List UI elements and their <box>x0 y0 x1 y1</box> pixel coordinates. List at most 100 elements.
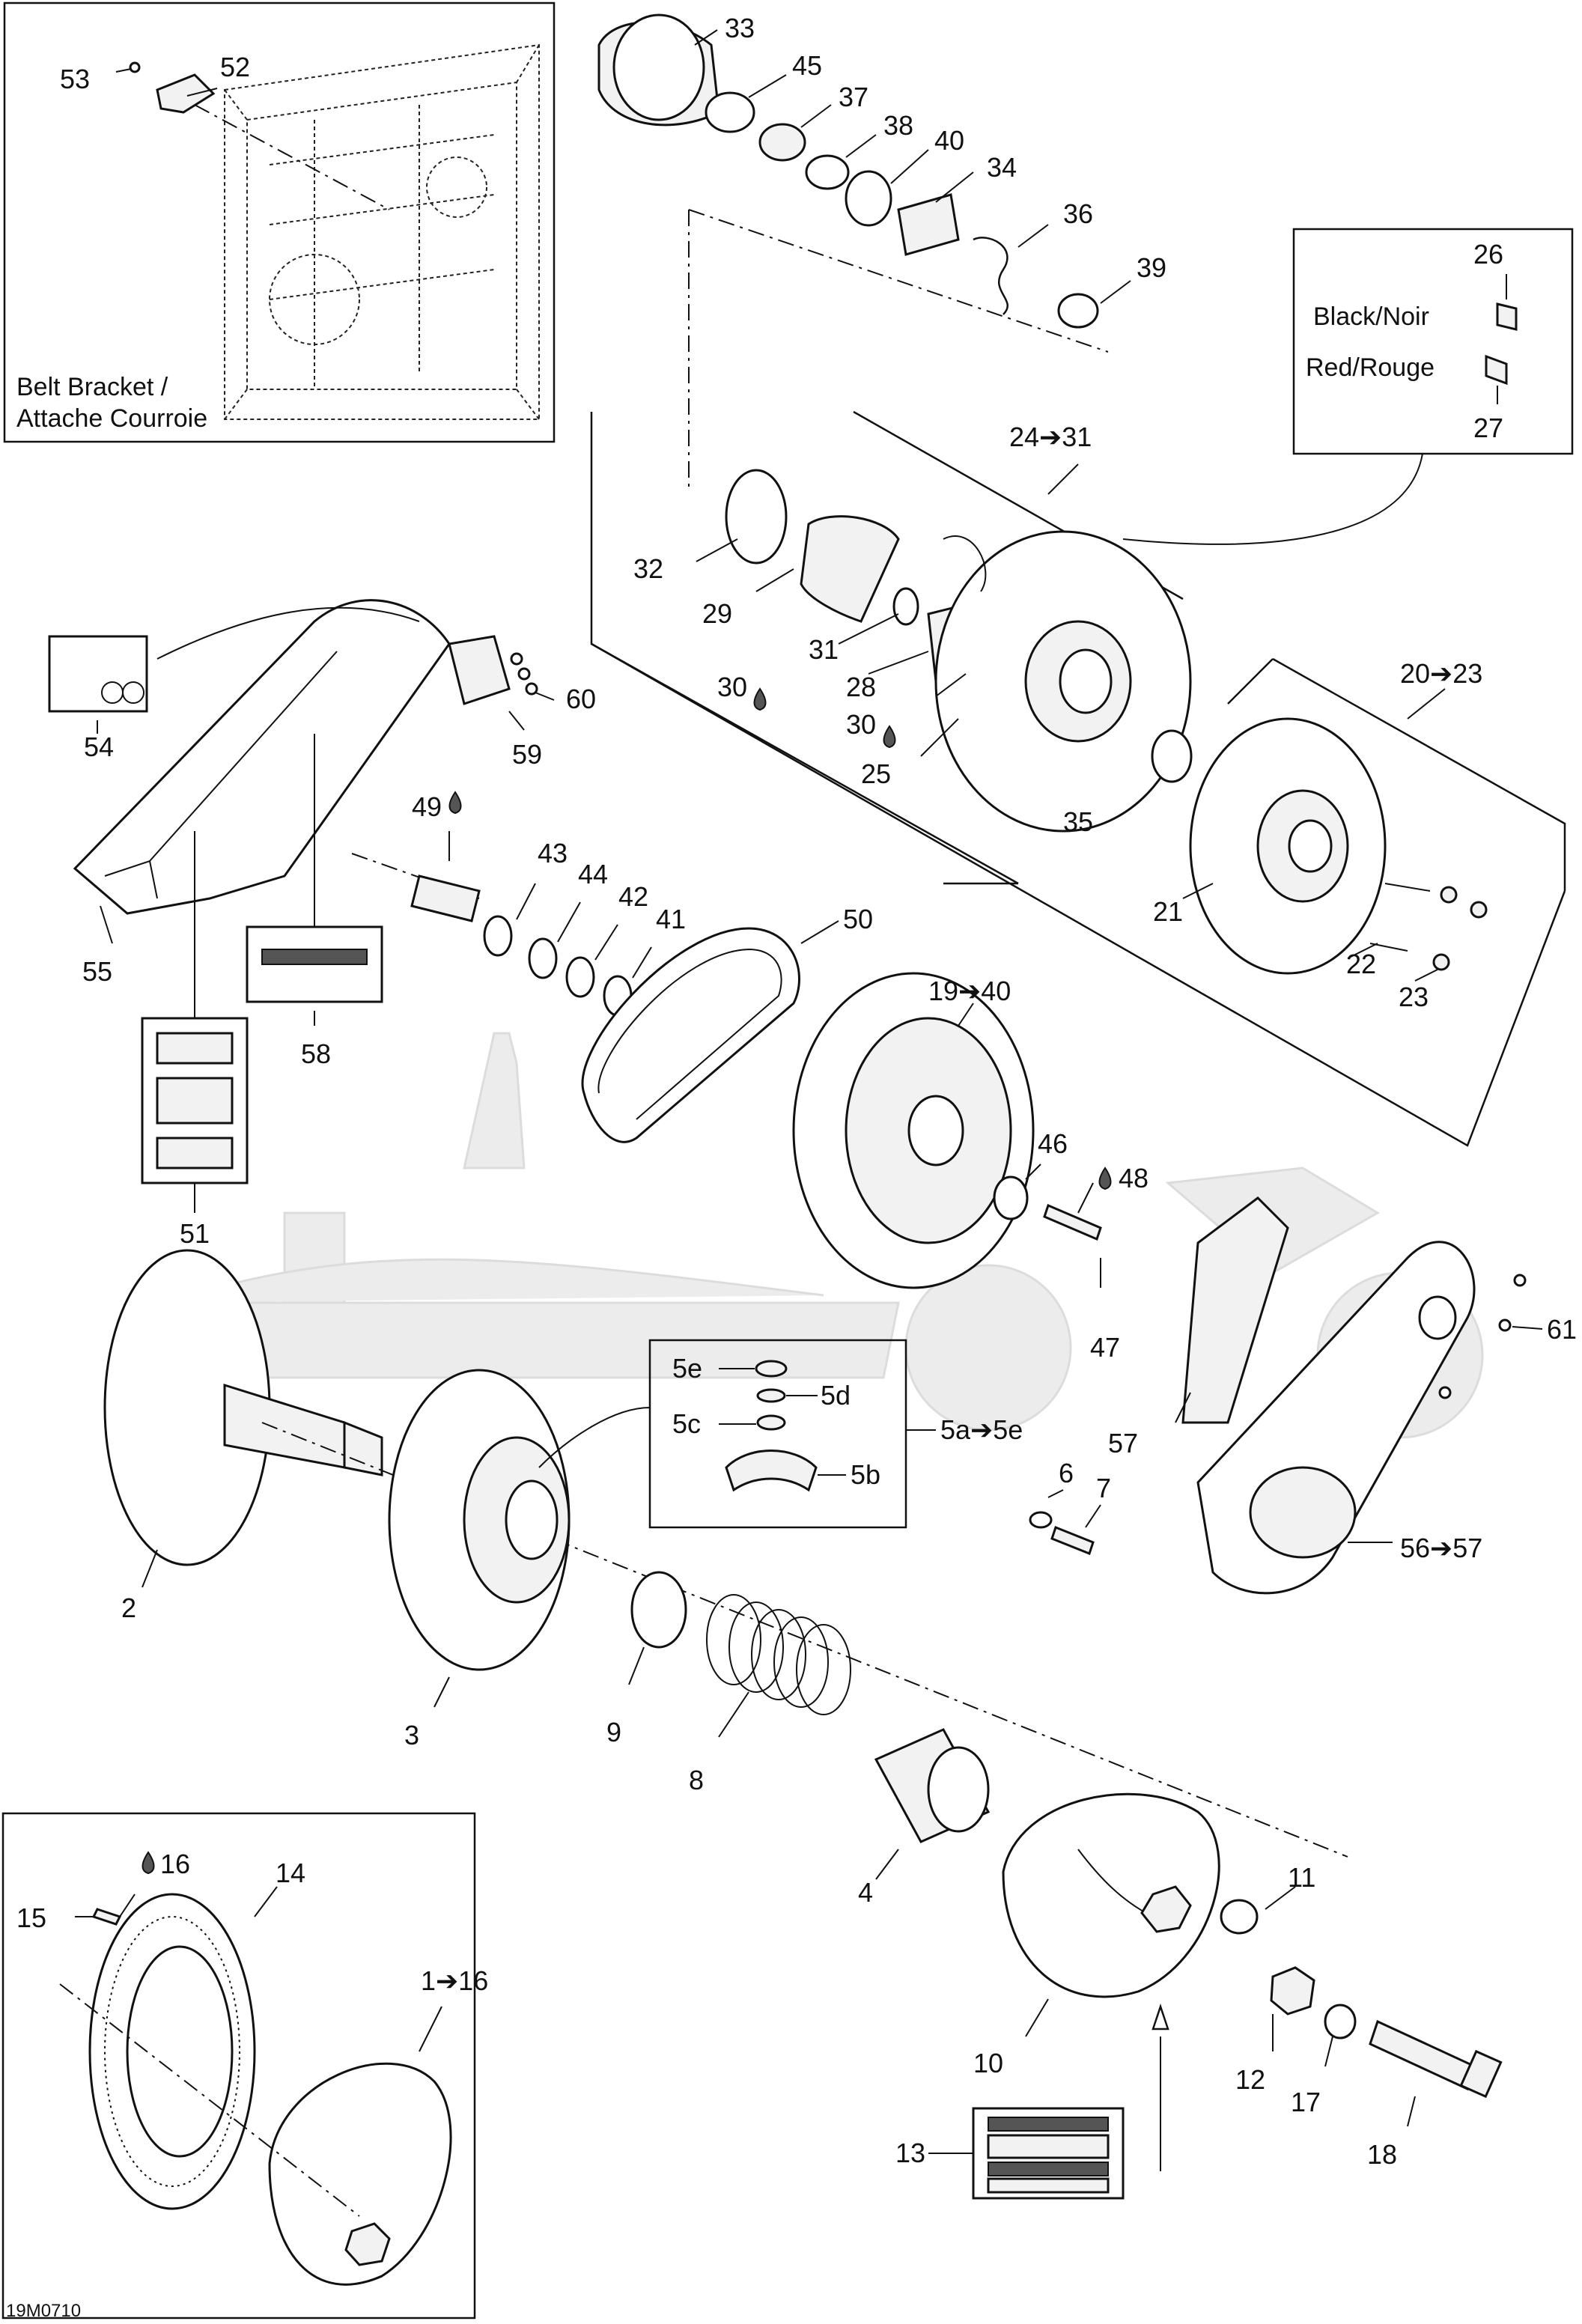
bushing-34 <box>897 193 960 256</box>
callout-57: 57 <box>1108 1428 1138 1458</box>
callout-4: 4 <box>858 1877 873 1908</box>
diagram-code: 19M0710 <box>6 2301 81 2321</box>
callout-41: 41 <box>656 904 686 934</box>
label-54 <box>48 635 148 713</box>
washer-35 <box>1151 729 1193 783</box>
callout-12: 12 <box>1235 2064 1265 2095</box>
callout-48: 48 <box>1119 1163 1149 1193</box>
callout-24-31: 24➔31 <box>1009 422 1092 452</box>
callout-5a-5e: 5a➔5e <box>940 1414 1023 1445</box>
callout-27: 27 <box>1473 413 1503 443</box>
oil-drop-icon <box>142 1851 155 1875</box>
callout-29: 29 <box>702 598 732 629</box>
callout-7: 7 <box>1096 1473 1111 1503</box>
callout-38: 38 <box>883 110 913 141</box>
sleeve-29 <box>800 515 900 623</box>
screw-61 <box>1498 1318 1512 1332</box>
callout-39: 39 <box>1137 252 1166 283</box>
callout-18: 18 <box>1367 2139 1397 2170</box>
callout-11: 11 <box>1288 1862 1315 1893</box>
callout-55: 55 <box>82 956 112 987</box>
callout-47: 47 <box>1090 1332 1120 1363</box>
inset-title-line2: Attache Courroie <box>16 404 207 433</box>
washer-42 <box>565 956 595 998</box>
callout-17: 17 <box>1291 2087 1321 2117</box>
part-5b <box>725 1450 818 1492</box>
callout-54: 54 <box>84 731 114 762</box>
belt-and-driven-pulley: 50 19➔40 46 48 47 <box>581 904 1149 1363</box>
inset-5a-5e: 5e 5d 5c 5b 5a➔5e <box>538 1339 1023 1529</box>
bolt-47 <box>1043 1203 1102 1241</box>
vehicle-frame-illustration <box>224 43 540 420</box>
washer-46 <box>993 1175 1029 1220</box>
callout-31: 31 <box>809 634 839 665</box>
washer-6 <box>1029 1511 1053 1529</box>
callout-46: 46 <box>1038 1128 1068 1159</box>
ring-38 <box>805 154 850 190</box>
callout-44: 44 <box>578 859 608 889</box>
inset-drive-pulley-complete: 15 16 14 1➔16 <box>1 1812 488 2320</box>
callout-35: 35 <box>1063 806 1093 837</box>
callout-32: 32 <box>633 553 663 584</box>
callout-20-23: 20➔23 <box>1400 658 1482 689</box>
bolt-18 <box>1369 2019 1476 2091</box>
black-clip-part <box>1496 302 1518 331</box>
callout-53: 53 <box>60 64 90 94</box>
screw-60 <box>525 682 538 696</box>
oil-drop-icon <box>883 725 896 749</box>
callout-5b: 5b <box>851 1459 880 1490</box>
callout-30a: 30 <box>717 672 747 702</box>
belt-bracket-part <box>156 73 390 210</box>
ring-40 <box>845 170 892 227</box>
callout-6: 6 <box>1059 1458 1074 1488</box>
callout-49: 49 <box>412 791 442 822</box>
drive-pulley-1-16 <box>268 2062 452 2286</box>
screw-53 <box>129 61 141 73</box>
drive-belt-50 <box>581 927 800 1143</box>
outer-cover-group: 61 57 56➔57 <box>1108 1196 1577 1595</box>
spring-8 <box>706 1594 851 1715</box>
callout-5d: 5d <box>821 1380 851 1411</box>
oil-drop-icon <box>448 791 462 815</box>
washer-44 <box>528 937 558 979</box>
callout-13: 13 <box>895 2138 925 2168</box>
callout-37: 37 <box>839 82 868 112</box>
nut-23b <box>1432 953 1450 971</box>
callout-36: 36 <box>1063 198 1093 229</box>
callout-30b: 30 <box>846 709 876 740</box>
driven-pulley-cam-stack: 33 45 37 38 40 34 36 39 <box>597 13 1166 487</box>
callout-28: 28 <box>846 672 876 702</box>
label-black-noir: Black/Noir <box>1313 302 1429 331</box>
washer-43 <box>483 915 513 957</box>
callout-60: 60 <box>566 684 596 714</box>
callout-34: 34 <box>987 152 1017 183</box>
nut-23a <box>1440 886 1458 904</box>
callout-25: 25 <box>861 758 891 789</box>
color-variant-inset: 26 Black/Noir Red/Rouge 27 <box>1122 228 1574 545</box>
bracket-59 <box>448 635 511 705</box>
part-5e <box>755 1360 788 1378</box>
callout-1-16: 1➔16 <box>421 1965 488 1996</box>
callout-16: 16 <box>160 1849 190 1879</box>
callout-56-57: 56➔57 <box>1400 1533 1482 1563</box>
ring-37 <box>758 123 806 162</box>
callout-21: 21 <box>1153 896 1183 927</box>
callout-26: 26 <box>1473 239 1503 270</box>
callout-8: 8 <box>689 1765 704 1795</box>
driven-sliding-half-group: 20➔23 21 22 23 <box>591 642 1566 1147</box>
inset-title-line1: Belt Bracket / <box>16 373 168 401</box>
callout-19-40: 19➔40 <box>928 976 1011 1006</box>
callout-45: 45 <box>792 50 822 81</box>
callout-22: 22 <box>1346 949 1376 979</box>
washer-11 <box>1220 1899 1259 1935</box>
oil-drop-icon <box>753 687 767 711</box>
drive-pulley-group: 2 3 9 8 4 10 11 12 17 18 6 7 13 <box>103 1249 1503 2200</box>
ring-31 <box>892 587 919 626</box>
callout-50: 50 <box>843 904 873 934</box>
nut-12 <box>1270 1966 1315 2016</box>
callout-10: 10 <box>973 2048 1003 2078</box>
belt-guard-group: 54 55 58 51 59 60 <box>48 599 596 1249</box>
callout-43: 43 <box>538 838 568 869</box>
seal-57 <box>1181 1196 1289 1424</box>
